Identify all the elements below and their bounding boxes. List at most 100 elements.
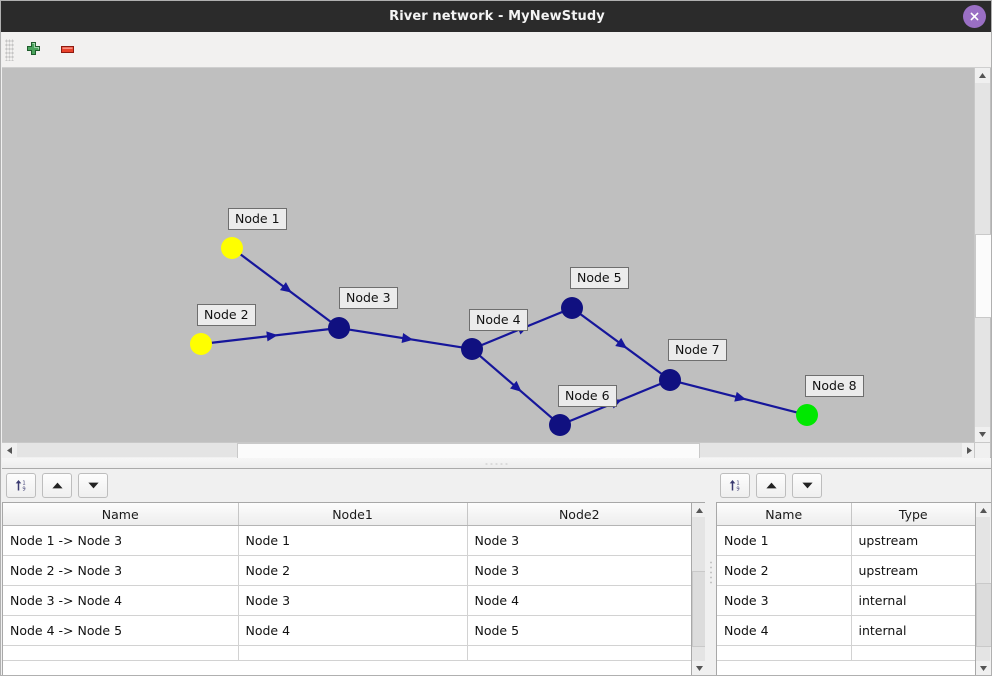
table-cell[interactable]: internal bbox=[851, 615, 975, 646]
edge-arrow-icon bbox=[266, 331, 278, 342]
delete-node-button[interactable] bbox=[52, 36, 82, 64]
svg-text:1: 1 bbox=[736, 481, 739, 487]
node-scroll-thumb[interactable] bbox=[976, 583, 991, 647]
graph-node-node-2[interactable] bbox=[190, 333, 212, 355]
node-label-node-2[interactable]: Node 2 bbox=[197, 304, 256, 326]
node-label-node-1[interactable]: Node 1 bbox=[228, 208, 287, 230]
main-toolbar bbox=[2, 32, 991, 68]
title-bar: River network - MyNewStudy bbox=[1, 1, 991, 32]
column-header-name[interactable]: Name bbox=[717, 503, 852, 526]
graph-node-node-7[interactable] bbox=[659, 369, 681, 391]
graph-hscroll-thumb[interactable] bbox=[237, 443, 700, 459]
table-cell-empty bbox=[717, 645, 852, 661]
node-label-node-8[interactable]: Node 8 bbox=[805, 375, 864, 397]
branch-scroll-up-button[interactable] bbox=[692, 503, 706, 517]
vertical-splitter[interactable] bbox=[705, 469, 715, 675]
graph-vscroll-thumb[interactable] bbox=[975, 234, 991, 318]
node-label-node-6[interactable]: Node 6 bbox=[558, 385, 617, 407]
plus-icon bbox=[26, 42, 40, 55]
table-cell[interactable]: Node 3 -> Node 4 bbox=[3, 585, 239, 616]
graph-scroll-up-button[interactable] bbox=[975, 68, 990, 83]
table-cell[interactable]: Node 4 bbox=[238, 615, 468, 646]
node-table-scrollbar[interactable] bbox=[976, 502, 991, 675]
table-cell[interactable]: Node 2 bbox=[238, 555, 468, 586]
table-cell[interactable]: upstream bbox=[851, 555, 975, 586]
table-cell[interactable]: Node 3 bbox=[717, 585, 852, 616]
graph-node-node-8[interactable] bbox=[796, 404, 818, 426]
table-cell[interactable]: upstream bbox=[851, 525, 975, 556]
close-button[interactable] bbox=[963, 5, 986, 28]
table-cell-empty bbox=[238, 645, 468, 661]
move-node-down-button[interactable] bbox=[792, 473, 822, 498]
node-label-node-5[interactable]: Node 5 bbox=[570, 267, 629, 289]
table-cell[interactable]: internal bbox=[851, 585, 975, 616]
column-header-node1[interactable]: Node1 bbox=[238, 503, 468, 526]
column-header-type[interactable]: Type bbox=[851, 503, 975, 526]
sort-nodes-button[interactable]: 1 9 bbox=[720, 473, 750, 498]
graph-scroll-left-button[interactable] bbox=[2, 443, 17, 457]
graph-scroll-right-button[interactable] bbox=[962, 443, 977, 457]
table-cell[interactable]: Node 4 -> Node 5 bbox=[3, 615, 239, 646]
graph-canvas[interactable] bbox=[2, 68, 977, 442]
table-cell[interactable]: Node 4 bbox=[467, 585, 691, 616]
arrow-down-icon bbox=[801, 482, 813, 489]
sort-branches-button[interactable]: 1 9 bbox=[6, 473, 36, 498]
move-branch-down-button[interactable] bbox=[78, 473, 108, 498]
graph-nodes[interactable] bbox=[190, 237, 818, 436]
graph-node-node-3[interactable] bbox=[328, 317, 350, 339]
river-network-graph[interactable]: Node 1 Node 2 Node 3 Node 4 Node 5 Node 6 Node… bbox=[2, 68, 991, 458]
table-cell[interactable]: Node 5 bbox=[467, 615, 691, 646]
node-label-node-3[interactable]: Node 3 bbox=[339, 287, 398, 309]
svg-text:9: 9 bbox=[736, 487, 739, 493]
table-cell[interactable]: Node 3 bbox=[467, 555, 691, 586]
graph-vertical-scrollbar[interactable] bbox=[974, 68, 991, 442]
graph-horizontal-scrollbar[interactable] bbox=[2, 442, 977, 459]
node-label-node-4[interactable]: Node 4 bbox=[469, 309, 528, 331]
node-scroll-down-button[interactable] bbox=[976, 661, 990, 675]
graph-node-node-6[interactable] bbox=[549, 414, 571, 436]
table-cell[interactable]: Node 3 bbox=[238, 585, 468, 616]
table-cell[interactable]: Node 1 -> Node 3 bbox=[3, 525, 239, 556]
graph-node-node-1[interactable] bbox=[221, 237, 243, 259]
table-cell-empty bbox=[851, 645, 975, 661]
graph-node-node-4[interactable] bbox=[461, 338, 483, 360]
horizontal-splitter[interactable] bbox=[2, 458, 991, 469]
move-node-up-button[interactable] bbox=[756, 473, 786, 498]
branch-scroll-down-button[interactable] bbox=[692, 661, 706, 675]
node-scroll-up-button[interactable] bbox=[976, 503, 990, 517]
graph-node-node-5[interactable] bbox=[561, 297, 583, 319]
graph-scroll-down-button[interactable] bbox=[975, 427, 990, 442]
column-header-name[interactable]: Name bbox=[3, 503, 239, 526]
table-cell[interactable]: Node 4 bbox=[717, 615, 852, 646]
toolbar-drag-handle[interactable] bbox=[5, 38, 14, 61]
branch-table-scrollbar[interactable] bbox=[692, 502, 708, 675]
column-header-node2[interactable]: Node2 bbox=[467, 503, 691, 526]
table-cell[interactable]: Node 2 bbox=[717, 555, 852, 586]
add-node-button[interactable] bbox=[18, 36, 48, 64]
table-cell[interactable]: Node 2 -> Node 3 bbox=[3, 555, 239, 586]
node-label-node-7[interactable]: Node 7 bbox=[668, 339, 727, 361]
table-cell[interactable]: Node 1 bbox=[717, 525, 852, 556]
table-cell[interactable]: Node 1 bbox=[238, 525, 468, 556]
move-branch-up-button[interactable] bbox=[42, 473, 72, 498]
minus-icon bbox=[60, 46, 74, 53]
table-cell[interactable]: Node 3 bbox=[467, 525, 691, 556]
